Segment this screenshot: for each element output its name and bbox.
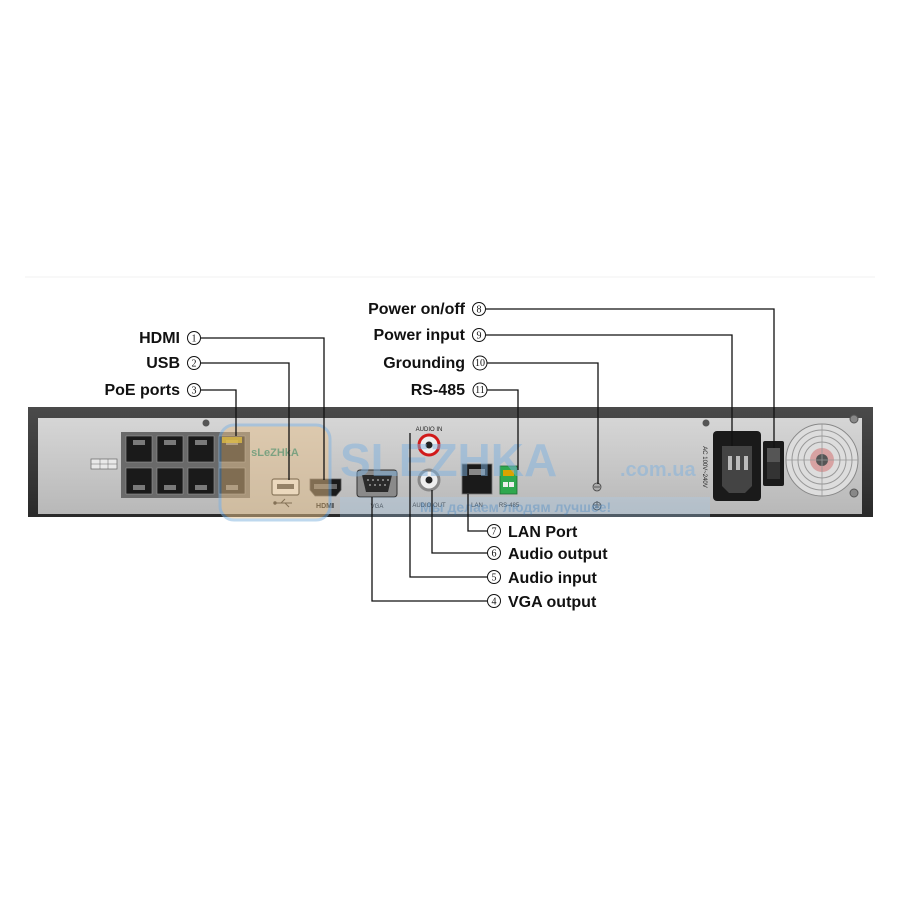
callout-number: 7 bbox=[492, 527, 497, 538]
callout-grounding: Grounding 10 bbox=[383, 355, 599, 484]
callout-label: Audio output bbox=[508, 546, 608, 563]
callout-label: PoE ports bbox=[104, 382, 180, 399]
leader-line bbox=[201, 389, 237, 436]
ethernet-port-icon bbox=[187, 467, 215, 495]
callout-audio-output: 6 Audio output bbox=[431, 490, 608, 563]
callout-number: 5 bbox=[492, 573, 497, 584]
ground-terminal bbox=[592, 482, 602, 511]
callout-vga-output: 4 VGA output bbox=[371, 497, 597, 611]
callout-label: Power on/off bbox=[368, 301, 466, 318]
lan-panel-label: LAN bbox=[471, 503, 483, 509]
watermark-logo-text: sLeZHkA bbox=[251, 447, 299, 459]
callout-label: HDMI bbox=[139, 330, 180, 347]
fan-grille-icon bbox=[785, 423, 859, 497]
callout-audio-input: 5 Audio input bbox=[409, 433, 598, 587]
screw-icon bbox=[849, 414, 859, 424]
audio-in-panel-label: AUDIO IN bbox=[416, 427, 443, 433]
lan-port: LAN bbox=[461, 463, 493, 509]
callout-poe-ports: PoE ports 3 bbox=[104, 382, 237, 436]
screw-icon bbox=[702, 419, 710, 427]
leader-line bbox=[467, 494, 487, 532]
ethernet-port-icon bbox=[125, 467, 153, 495]
leader-line bbox=[201, 337, 325, 480]
leader-line bbox=[409, 433, 487, 578]
leader-line bbox=[431, 490, 487, 554]
leader-line bbox=[486, 334, 733, 446]
callout-number: 3 bbox=[192, 386, 197, 397]
rs485-terminal: RS-485 bbox=[499, 465, 520, 509]
nvr-device: HDMI VGA AUDIO IN AUDIO OUT LAN bbox=[28, 407, 873, 517]
leader-line bbox=[371, 497, 487, 602]
callout-label: Grounding bbox=[383, 355, 465, 372]
callout-number: 10 bbox=[475, 358, 485, 369]
callout-number-badge bbox=[487, 594, 501, 608]
callout-hdmi: HDMI 1 bbox=[139, 330, 325, 480]
callout-number: 4 bbox=[492, 597, 497, 608]
rs485-panel-label: RS-485 bbox=[499, 503, 520, 509]
vga-port: VGA bbox=[356, 469, 398, 510]
callout-power-switch: Power on/off 8 bbox=[368, 301, 775, 448]
callout-number: 1 bbox=[192, 334, 197, 345]
callout-number: 6 bbox=[492, 549, 497, 560]
callout-label: Power input bbox=[373, 327, 465, 344]
callout-lan-port: 7 LAN Port bbox=[467, 494, 578, 541]
callout-number: 11 bbox=[475, 385, 485, 396]
callout-number: 8 bbox=[477, 305, 482, 316]
audio-jacks: AUDIO IN AUDIO OUT bbox=[412, 427, 446, 509]
ethernet-port-icon bbox=[187, 435, 215, 463]
callout-label: VGA output bbox=[508, 594, 597, 611]
power-switch bbox=[763, 441, 784, 486]
ethernet-port-icon bbox=[156, 467, 184, 495]
callout-number-badge bbox=[472, 328, 486, 342]
leader-line bbox=[486, 308, 775, 448]
callout-label: RS-485 bbox=[411, 382, 465, 399]
leader-line bbox=[487, 362, 599, 484]
callout-label: Audio input bbox=[508, 570, 598, 587]
callout-number-badge bbox=[487, 524, 501, 538]
callout-number-badge bbox=[472, 302, 486, 316]
audio-out-panel-label: AUDIO OUT bbox=[412, 503, 446, 509]
leader-line bbox=[201, 362, 290, 480]
screw-icon bbox=[849, 488, 859, 498]
callout-rs485: RS-485 11 bbox=[411, 382, 519, 470]
power-rating-label: AC 100V~240V bbox=[701, 446, 707, 488]
vga-panel-label: VGA bbox=[371, 504, 384, 510]
callout-power-input: Power input 9 bbox=[373, 327, 733, 446]
callout-usb: USB 2 bbox=[146, 355, 290, 480]
callout-number-badge bbox=[187, 331, 201, 345]
ethernet-port-icon bbox=[156, 435, 184, 463]
callouts: HDMI 1 USB 2 PoE ports 3 Power on/off 8 bbox=[104, 301, 775, 611]
callout-number-badge bbox=[487, 546, 501, 560]
watermark-domain: .com.ua bbox=[620, 459, 696, 481]
callout-label: LAN Port bbox=[508, 524, 578, 541]
callout-label: USB bbox=[146, 355, 180, 372]
ethernet-port-icon bbox=[125, 435, 153, 463]
callout-number: 2 bbox=[192, 359, 197, 370]
chassis-sticker bbox=[90, 458, 118, 470]
watermark-logo-badge bbox=[218, 423, 332, 522]
watermark-tagline: Мы делаем людям лучшее! bbox=[420, 499, 611, 515]
callout-number-badge bbox=[487, 570, 501, 584]
callout-number-badge bbox=[187, 383, 201, 397]
watermark-brand: SLEZHKA bbox=[340, 434, 557, 486]
screw-icon bbox=[202, 419, 210, 427]
power-input-socket bbox=[713, 431, 761, 501]
svg-text:AC 100V~240V: AC 100V~240V bbox=[701, 446, 707, 488]
callout-number-badge bbox=[187, 356, 201, 370]
callout-number: 9 bbox=[477, 331, 482, 342]
leader-line bbox=[487, 389, 519, 470]
ground-symbol-icon bbox=[592, 501, 602, 511]
